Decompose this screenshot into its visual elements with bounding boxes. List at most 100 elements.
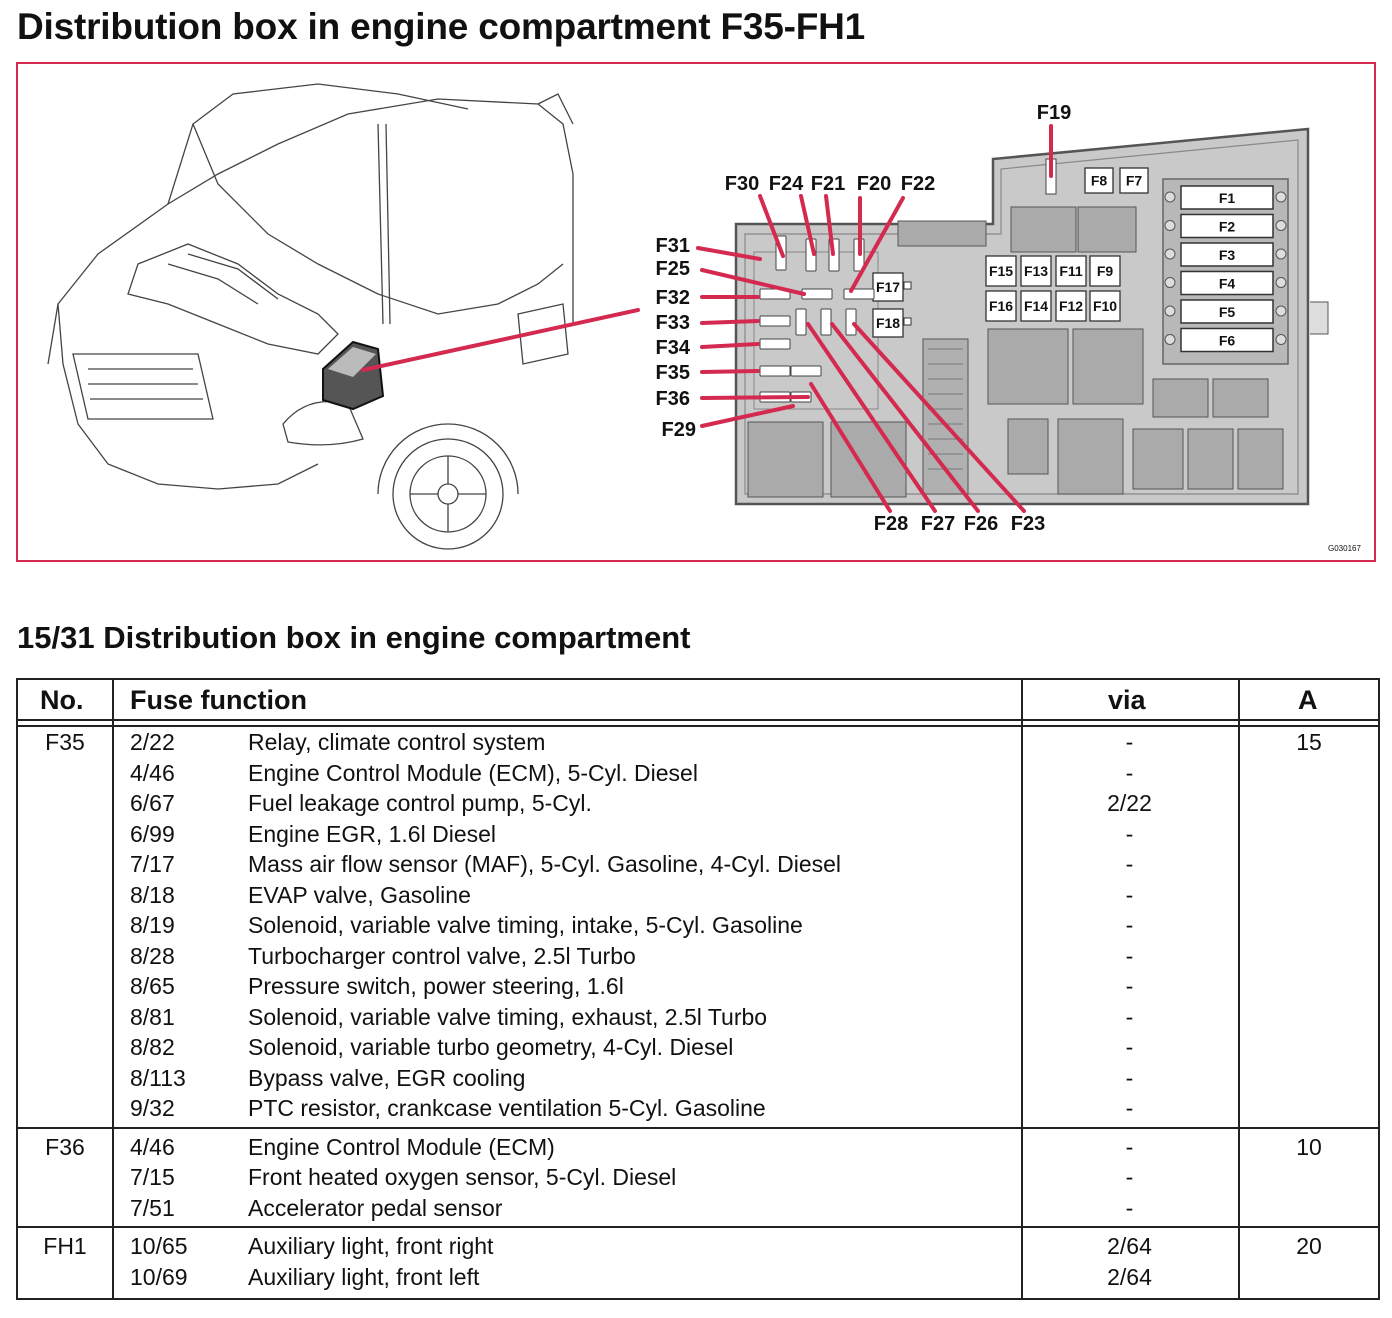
component-code: 7/15	[130, 1164, 175, 1190]
callout-label: F35	[656, 362, 690, 384]
via-value: -	[1125, 1095, 1134, 1121]
fuse-F4	[1180, 270, 1274, 296]
fuse-slot	[795, 308, 807, 336]
distribution-box	[734, 127, 1329, 506]
fuse-label: F3	[1219, 247, 1236, 263]
fuse-label: F17	[876, 279, 900, 295]
via-value: -	[1125, 851, 1134, 877]
fuse-label: F1	[1219, 190, 1236, 206]
fuse-F5	[1180, 299, 1274, 324]
fuse-terminal	[1164, 248, 1176, 260]
component-code: 10/65	[130, 1233, 188, 1259]
callout-line	[700, 404, 795, 428]
fuse-label: F14	[1024, 298, 1048, 314]
fuse-label: F8	[1091, 173, 1108, 189]
callout-line	[700, 342, 760, 349]
fuse-F11	[1055, 255, 1087, 287]
fuse-function: Relay, climate control system	[248, 729, 546, 755]
component-code: 8/19	[130, 912, 175, 938]
fuse-label: F7	[1126, 173, 1143, 189]
fuse-slot	[843, 288, 875, 300]
fuse-F2	[1180, 213, 1274, 239]
fuse-F9	[1089, 255, 1121, 287]
car-illustration	[47, 83, 574, 550]
component-code: 8/81	[130, 1003, 175, 1030]
fuse-label: F6	[1219, 333, 1236, 349]
component-code: 10/69	[130, 1263, 188, 1290]
fuse-box-highlight	[322, 340, 385, 411]
component-code: 6/99	[130, 820, 175, 847]
fuse-number: FH1	[43, 1233, 87, 1259]
fuse-slot	[759, 338, 791, 350]
callout-label: F23	[1011, 513, 1045, 535]
fuse-function: Auxiliary light, front right	[248, 1233, 494, 1259]
via-value: -	[1125, 1164, 1134, 1190]
fuse-slot	[820, 308, 832, 336]
fuse-terminal	[1164, 277, 1176, 288]
fuse-terminal	[1275, 305, 1287, 317]
fuse-terminal	[1164, 191, 1176, 203]
component-code: 8/18	[130, 881, 175, 908]
callout-label: F19	[1037, 102, 1071, 124]
callout-line	[700, 395, 810, 400]
component-code: 8/65	[130, 973, 175, 999]
via-value: -	[1125, 973, 1134, 999]
callout-label: F21	[811, 173, 845, 195]
callout-label: F20	[857, 173, 891, 195]
fuse-label: F2	[1219, 219, 1236, 235]
fuse-function: PTC resistor, crankcase ventilation 5-Cy…	[248, 1095, 766, 1121]
fuse-function: Solenoid, variable valve timing, intake,…	[248, 912, 803, 938]
component-code: 8/113	[130, 1064, 186, 1091]
fuse-F12	[1055, 290, 1087, 322]
callout-label: F27	[921, 513, 955, 535]
fuse-terminal	[1275, 334, 1287, 345]
callout-label: F29	[662, 419, 696, 441]
callout-line	[830, 322, 980, 513]
via-value: -	[1125, 759, 1134, 786]
via-value: -	[1125, 881, 1134, 908]
fuse-amperage: 20	[1296, 1233, 1322, 1259]
fuse-function: Auxiliary light, front left	[248, 1263, 480, 1290]
fuse-tab	[903, 317, 912, 326]
callout-line	[799, 194, 816, 256]
via-value: -	[1125, 1003, 1134, 1030]
callout-line	[852, 322, 1026, 513]
fuse-terminal	[1164, 305, 1176, 317]
callout-line	[758, 194, 785, 258]
callout-label: F24	[769, 173, 804, 195]
fuse-amperage: 15	[1296, 729, 1322, 755]
via-value: -	[1125, 820, 1134, 847]
fuse-F17	[872, 272, 904, 302]
callout-label: F33	[656, 312, 690, 334]
callout-line	[809, 382, 892, 513]
fuse-function: Solenoid, variable valve timing, exhaust…	[248, 1003, 768, 1030]
fuse-F10	[1089, 290, 1121, 322]
fuse-terminal	[1275, 191, 1287, 203]
via-value: 2/64	[1107, 1263, 1152, 1290]
component-code: 7/17	[130, 851, 175, 877]
callout-line	[696, 246, 762, 261]
via-value: 2/22	[1107, 790, 1152, 816]
component-code: 6/67	[130, 790, 175, 816]
fuse-slot	[759, 315, 791, 327]
callout-label: F34	[656, 337, 691, 359]
via-value: -	[1125, 729, 1134, 755]
header-function: Fuse function	[130, 685, 307, 715]
fuse-F1	[1180, 185, 1274, 210]
fuse-terminal	[1164, 334, 1176, 345]
component-code: 7/51	[130, 1194, 175, 1221]
fuse-slot	[759, 365, 791, 377]
fuse-F15	[985, 255, 1017, 287]
callout-label: F36	[656, 388, 690, 410]
fuse-terminal	[1275, 248, 1287, 260]
callout-label: F28	[874, 513, 908, 535]
callout-line	[700, 369, 760, 374]
fuse-tab	[903, 281, 912, 290]
fuse-label: F18	[876, 315, 900, 331]
header-no: No.	[40, 685, 84, 715]
fuse-slot	[790, 365, 822, 377]
fuse-label: F5	[1219, 304, 1236, 320]
